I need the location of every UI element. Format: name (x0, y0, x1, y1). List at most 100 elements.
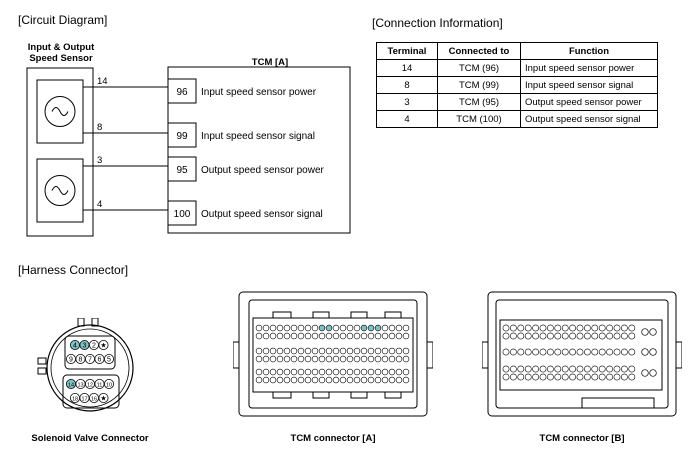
solenoid-pin-label: ★ (100, 395, 106, 403)
circuit-diagram-title: [Circuit Diagram] (18, 13, 108, 27)
solenoid-caption: Solenoid Valve Connector (31, 433, 149, 444)
tcm-b-pin (509, 348, 517, 356)
tcm-b-pin (509, 365, 517, 373)
solenoid-pin-label: 9 (69, 357, 73, 364)
tcm-a-pin (311, 355, 319, 363)
tcm-b-pin (591, 373, 599, 381)
tcm-a-pin (311, 332, 319, 340)
tcm-a-pin (304, 324, 312, 332)
tcm-b-pin (628, 324, 636, 332)
tcm-b-pin (569, 365, 576, 373)
tcm-a-pin (318, 332, 326, 340)
tcm-b-pin (554, 332, 562, 340)
cell-terminal: 3 (376, 93, 438, 111)
tcm-b-pin (554, 365, 562, 373)
tcm-b-pin (584, 348, 591, 356)
tcm-a-pin (388, 332, 396, 340)
tcm-b-pin (502, 332, 510, 340)
tcm-b-pin (547, 348, 554, 356)
tcm-a-pin (395, 347, 403, 355)
tcm-a-pin (325, 324, 333, 332)
tcm-a-pin (395, 355, 403, 363)
tcm-a-pin (339, 324, 347, 332)
tcm-b-pin (598, 324, 606, 332)
tcm-a-pin (346, 324, 354, 332)
tcm-a-pin (297, 368, 305, 376)
tcm-a-pin (339, 332, 347, 340)
tcm-a-pins (255, 324, 410, 384)
tcm-b-pin (532, 373, 539, 381)
tcm-a-pin (402, 376, 410, 384)
header-function: Function (520, 42, 658, 60)
tcm-a-pin (353, 347, 361, 355)
tcm-b-pin (628, 332, 636, 340)
tcm-b-pin (606, 332, 613, 340)
tcm-b-pin (547, 324, 554, 332)
tcm-b-large-pin (641, 369, 649, 377)
tcm-a-pin (283, 324, 291, 332)
cell-terminal: 14 (376, 59, 438, 77)
tcm-b-pin (620, 324, 628, 332)
tcm-a-pin (311, 376, 319, 384)
tcm-a-pin (332, 332, 340, 340)
tcm-desc-99: Input speed sensor signal (201, 131, 315, 142)
tcm-a-pin (402, 324, 410, 332)
tcm-b-large-pin (641, 348, 649, 356)
tcm-a-pin (346, 376, 354, 384)
tcm-a-pin (269, 376, 277, 384)
header-connected-to: Connected to (437, 42, 521, 60)
solenoid-pin (98, 393, 109, 404)
tcm-a-pin (304, 376, 312, 384)
tcm-a-pin (332, 376, 340, 384)
solenoid-pin-label: 16 (91, 397, 97, 403)
solenoid-pin-label: 17 (81, 397, 87, 403)
tcm-a-pin (339, 347, 347, 355)
input-sensor-box (36, 79, 84, 144)
tcm-a-pin (311, 347, 319, 355)
tcm-a-pin (297, 347, 305, 355)
tcm-a-pin (255, 324, 263, 332)
tcm-b-pin (591, 332, 599, 340)
tcm-b-pin (620, 373, 628, 381)
tcm-a-pin (402, 332, 410, 340)
tcm-b-pin (561, 365, 569, 373)
tcm-b-pin (509, 332, 517, 340)
tcm-connector-a (233, 291, 433, 417)
tcm-a-pin (262, 347, 270, 355)
cell-function: Input speed sensor power (520, 59, 658, 77)
cell-terminal: 8 (376, 76, 438, 94)
tcm-b-pin (524, 373, 532, 381)
tcm-b-pin (547, 365, 554, 373)
tcm-b-pin (532, 348, 539, 356)
tcm-a-pin (395, 368, 403, 376)
tcm-a-pin (395, 376, 403, 384)
tcm-b-pin (524, 365, 532, 373)
tcm-a-pin (374, 355, 382, 363)
tcm-b-caption: TCM connector [B] (539, 433, 625, 444)
tcm-a-pin (360, 355, 368, 363)
tcm-a-pin (346, 332, 354, 340)
tcm-a-pin (269, 368, 277, 376)
tcm-b-pin (628, 373, 636, 381)
tcm-a-pin (367, 324, 375, 332)
tcm-a-pin (311, 368, 319, 376)
solenoid-pin-label: 3 (83, 343, 87, 350)
sensor-label: Input & Output Speed Sensor (18, 42, 104, 64)
cell-connected: TCM (95) (437, 93, 521, 111)
tcm-a-pin (381, 376, 389, 384)
tcm-a-pin (374, 368, 382, 376)
tcm-b-pin (547, 373, 554, 381)
tcm-pin-96: 96 (176, 87, 188, 98)
tcm-b-pin (591, 324, 599, 332)
tcm-a-caption: TCM connector [A] (290, 433, 376, 444)
tcm-a-pin (360, 324, 368, 332)
tcm-b-pin (613, 365, 621, 373)
sensor-label-line2: Speed Sensor (29, 53, 93, 64)
solenoid-outer-ring (46, 324, 134, 412)
tcm-a-pin (255, 332, 263, 340)
tcm-a-pin (269, 332, 277, 340)
tcm-b-pin (502, 373, 510, 381)
tcm-b-pin (539, 332, 547, 340)
tcm-a-pin (318, 376, 326, 384)
solenoid-pin-label: 6 (98, 357, 102, 364)
